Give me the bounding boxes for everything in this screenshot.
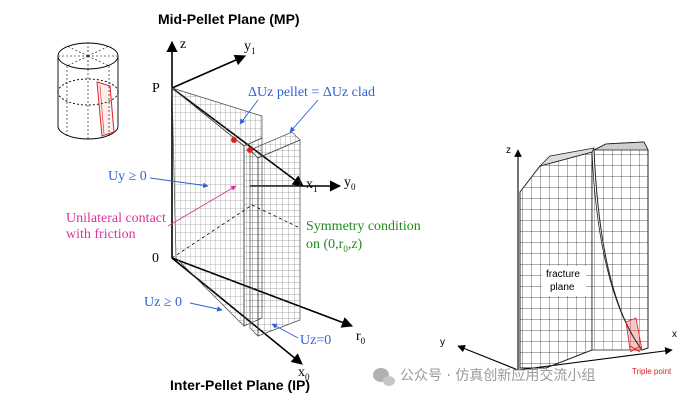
symmetry-label-line2: on (0,r0,z) xyxy=(306,237,363,254)
contact-point-1 xyxy=(231,137,237,143)
annotation-arrows xyxy=(149,99,319,339)
axis-r0-label: r0 xyxy=(356,329,366,346)
cylinder-icon xyxy=(57,42,119,140)
wechat-logo xyxy=(373,368,395,386)
point-p-label: P xyxy=(152,81,160,96)
fracture-mesh xyxy=(519,141,649,369)
fracture-label-line1: fracture xyxy=(546,269,580,280)
axis-x0-label: x0 xyxy=(298,365,310,382)
triple-point-label: Triple point xyxy=(632,367,672,376)
fracture-label-line2: plane xyxy=(550,282,575,293)
uz-eq-label: Uz=0 xyxy=(300,333,332,348)
contact-label-line2: with friction xyxy=(66,227,136,242)
contact-label-line1: Unilateral contact xyxy=(66,211,166,226)
origin-label: 0 xyxy=(152,251,159,266)
axis-z-label: z xyxy=(180,37,187,52)
pellet-mesh xyxy=(171,87,301,337)
right-axis-y-label: y xyxy=(440,337,445,348)
watermark-text: 公众号 · 仿真创新应用交流小组 xyxy=(400,368,596,384)
uy-constraint-label: Uy ≥ 0 xyxy=(108,169,147,184)
right-axis-z-label: z xyxy=(506,145,511,156)
uz-ge-label: Uz ≥ 0 xyxy=(144,295,183,310)
symmetry-label-line1: Symmetry condition xyxy=(306,219,421,234)
delta-uz-label: ΔUz pellet = ΔUz clad xyxy=(248,85,375,100)
contact-point-2 xyxy=(247,147,253,153)
inter-pellet-plane-title: Inter-Pellet Plane (IP) xyxy=(170,377,311,393)
axis-y1-label: y1 xyxy=(244,39,256,56)
axis-x1-label: x1 xyxy=(306,177,318,194)
mid-pellet-plane-title: Mid-Pellet Plane (MP) xyxy=(158,11,300,27)
axis-y0-label: y0 xyxy=(344,175,356,192)
right-axis-x-label: x xyxy=(672,329,677,340)
